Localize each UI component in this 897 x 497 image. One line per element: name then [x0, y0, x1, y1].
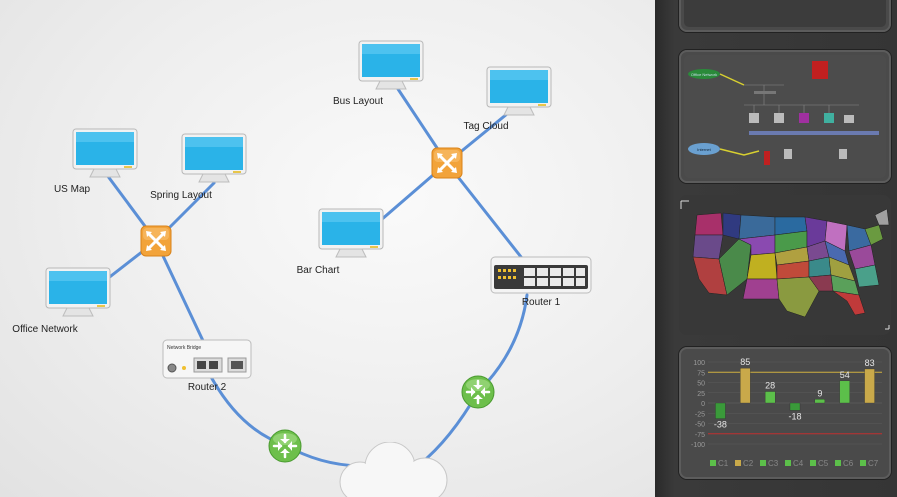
preview-label: Office Network: [691, 72, 717, 77]
node-label: Router 1: [521, 297, 561, 308]
link-switch-router1: [445, 161, 527, 264]
legend-label: C5: [818, 459, 829, 468]
y-tick-label: -50: [695, 422, 705, 429]
node-label: Spring Layout: [150, 190, 212, 201]
node-label: Office Network: [12, 324, 78, 335]
monitor-icon: [72, 128, 138, 178]
node-label: US Map: [53, 184, 91, 195]
legend-label: C2: [743, 459, 754, 468]
diagram-canvas[interactable]: US Map Spring Layout Office Network: [0, 0, 655, 497]
bar: [864, 368, 875, 404]
monitor-icon: [181, 133, 247, 183]
bar-value-label: -38: [714, 420, 727, 430]
router-icon[interactable]: [461, 375, 495, 409]
legend-swatch: [810, 460, 816, 466]
y-tick-label: 100: [693, 360, 705, 367]
legend-label: C7: [868, 459, 879, 468]
node-router-1[interactable]: Router 1: [490, 255, 592, 308]
rack-switch-icon: [490, 256, 592, 294]
y-tick-label: -75: [695, 432, 705, 439]
legend-swatch: [835, 460, 841, 466]
network-diagram-preview: Office Network Internet: [688, 61, 879, 165]
node-label: Router 2: [187, 382, 227, 393]
bar-value-label: 54: [840, 370, 850, 380]
bar-value-label: -18: [788, 411, 801, 421]
legend-label: C1: [718, 459, 729, 468]
bar-value-label: 9: [817, 388, 822, 398]
router-icon[interactable]: [268, 429, 302, 463]
legend-label: C4: [793, 459, 804, 468]
node-label: Tag Cloud: [463, 121, 509, 132]
legend-label: C6: [843, 459, 854, 468]
bar: [789, 402, 801, 411]
monitor-icon: [318, 208, 384, 258]
y-tick-label: 75: [697, 370, 705, 377]
legend-swatch: [710, 460, 716, 466]
legend-swatch: [860, 460, 866, 466]
switch-icon[interactable]: [431, 147, 463, 179]
legend-label: C3: [768, 459, 779, 468]
monitor-icon: [486, 66, 552, 116]
monitor-icon: [358, 40, 424, 90]
bar-value-label: 85: [740, 357, 750, 367]
y-tick-label: 0: [701, 401, 705, 408]
node-label: Bus Layout: [332, 96, 384, 107]
node-router-2[interactable]: Network Bridge Router 2: [162, 338, 252, 393]
bar: [764, 391, 776, 404]
legend-swatch: [735, 460, 741, 466]
bar-value-label: 28: [765, 381, 775, 391]
network-bridge-icon: Network Bridge: [162, 339, 252, 379]
y-tick-label: 50: [697, 381, 705, 388]
bar: [715, 402, 726, 419]
y-tick-label: -25: [695, 411, 705, 418]
monitor-icon: [45, 267, 111, 317]
preview-label: Internet: [697, 147, 711, 152]
legend-swatch: [760, 460, 766, 466]
bridge-brand-text: Network Bridge: [167, 345, 201, 351]
us-map-preview: [680, 200, 890, 330]
y-tick-label: -100: [691, 442, 705, 449]
thumbnail-sidebar: Office Network Internet: [655, 0, 897, 497]
bar: [740, 367, 751, 404]
legend-swatch: [785, 460, 791, 466]
bar: [814, 399, 826, 404]
bar-value-label: 83: [865, 358, 875, 368]
bar-chart-preview: 100 75 50 25 0 -25 -50 -75 -100 -38 85 28 -18 9 54 83C1…: [691, 357, 882, 468]
switch-icon[interactable]: [140, 225, 172, 257]
thumbnail-top[interactable]: [679, 0, 891, 32]
link-switch-router2: [154, 239, 207, 347]
thumbnail-us-map[interactable]: [679, 195, 891, 335]
node-label: Bar Chart: [296, 265, 340, 276]
thumbnail-network-diagram[interactable]: Office Network Internet: [679, 50, 891, 183]
y-tick-label: 25: [697, 391, 705, 398]
bar: [839, 380, 850, 404]
cloud-icon[interactable]: [330, 442, 460, 497]
